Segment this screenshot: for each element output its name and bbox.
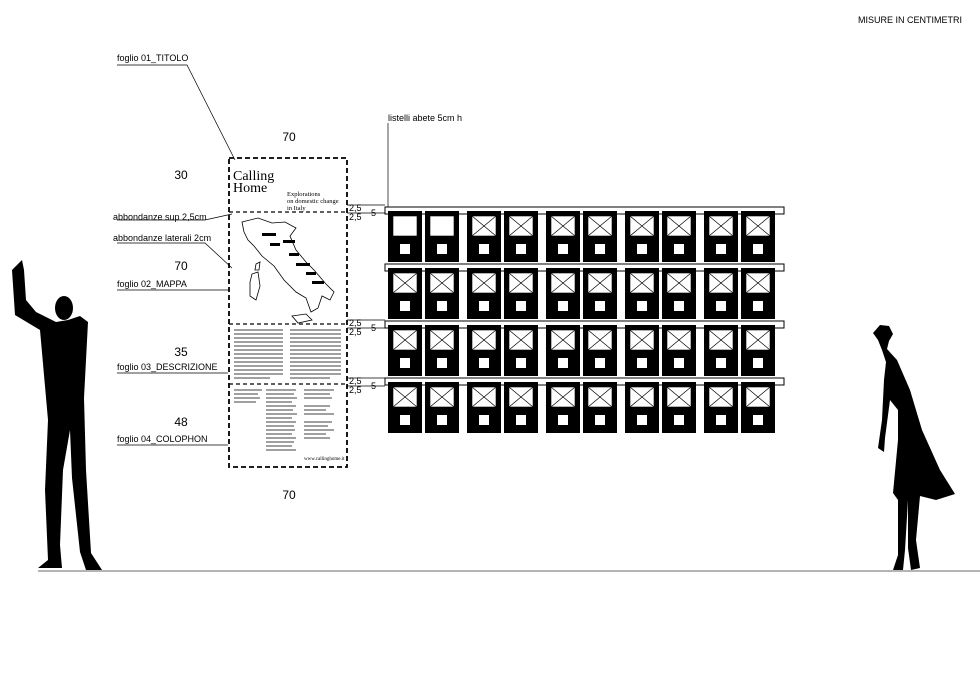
dimension-height-sheet-01: 30 bbox=[174, 168, 188, 182]
display-panel bbox=[662, 211, 696, 262]
callout-battens: listelli abete 5cm h bbox=[388, 113, 462, 123]
left-human-silhouette bbox=[12, 260, 102, 570]
display-panel bbox=[546, 382, 580, 433]
display-panel bbox=[583, 382, 617, 433]
gap-label-3b: 2,5 bbox=[349, 385, 362, 395]
display-panel bbox=[425, 268, 459, 319]
dimension-height-sheet-04: 48 bbox=[174, 415, 188, 429]
display-panel bbox=[704, 325, 738, 376]
dimension-width-bottom: 70 bbox=[282, 488, 296, 502]
poster-subtitle-line-3: in Italy bbox=[287, 205, 306, 212]
display-panel bbox=[625, 211, 659, 262]
display-panel bbox=[388, 325, 422, 376]
dimension-height-sheet-03: 35 bbox=[174, 345, 188, 359]
callout-bleed-side: abbondanze laterali 2cm bbox=[113, 233, 211, 243]
display-panel bbox=[704, 382, 738, 433]
poster-url: www.callinghome.it bbox=[304, 457, 345, 462]
display-panel bbox=[388, 382, 422, 433]
display-panel bbox=[704, 268, 738, 319]
display-panel bbox=[741, 211, 775, 262]
display-panel bbox=[583, 268, 617, 319]
gap-label-1b: 2,5 bbox=[349, 212, 362, 222]
poster-subtitle-line-2: on domestic change bbox=[287, 198, 339, 205]
display-panel bbox=[546, 268, 580, 319]
display-panel bbox=[467, 211, 501, 262]
poster-column: Calling Home Explorations on domestic ch… bbox=[228, 157, 348, 468]
display-panel bbox=[741, 268, 775, 319]
units-note: MISURE IN CENTIMETRI bbox=[858, 15, 962, 25]
panel-grid bbox=[388, 211, 775, 433]
colophon-credit-columns bbox=[234, 389, 334, 451]
display-panel bbox=[425, 382, 459, 433]
display-panel bbox=[504, 211, 538, 262]
italy-map-illustration bbox=[241, 217, 335, 324]
right-human-silhouette bbox=[873, 325, 955, 570]
poster-title-line-1: Calling bbox=[233, 169, 274, 184]
batten-label-1: 5 bbox=[371, 208, 376, 218]
gap-label-2a: 2,5 bbox=[349, 318, 362, 328]
callout-sheet-03: foglio 03_DESCRIZIONE bbox=[117, 362, 218, 372]
callout-sheet-04: foglio 04_COLOPHON bbox=[117, 434, 208, 444]
display-panel bbox=[741, 325, 775, 376]
poster-subtitle-line-1: Explorations bbox=[287, 191, 321, 198]
callout-sheet-01: foglio 01_TITOLO bbox=[117, 53, 188, 63]
dimension-height-sheet-02: 70 bbox=[174, 259, 188, 273]
poster-outline bbox=[228, 157, 348, 468]
display-panel bbox=[425, 211, 459, 262]
display-panel bbox=[504, 268, 538, 319]
leader-lines bbox=[117, 64, 389, 446]
gap-label-2b: 2,5 bbox=[349, 327, 362, 337]
display-panel bbox=[425, 325, 459, 376]
display-panel bbox=[546, 325, 580, 376]
display-panel bbox=[625, 325, 659, 376]
display-panel bbox=[662, 382, 696, 433]
display-panel bbox=[467, 325, 501, 376]
gap-dimension-marks bbox=[347, 204, 385, 387]
poster-title-line-2: Home bbox=[233, 181, 267, 196]
batten-label-2: 5 bbox=[371, 323, 376, 333]
display-panel bbox=[704, 211, 738, 262]
display-panel bbox=[546, 211, 580, 262]
batten-label-3: 5 bbox=[371, 381, 376, 391]
display-panel bbox=[662, 268, 696, 319]
display-panel bbox=[504, 325, 538, 376]
display-panel bbox=[467, 268, 501, 319]
display-panel bbox=[625, 382, 659, 433]
display-panel bbox=[741, 382, 775, 433]
display-panel bbox=[388, 268, 422, 319]
display-panel bbox=[625, 268, 659, 319]
dimension-width-top: 70 bbox=[282, 130, 296, 144]
display-panel bbox=[467, 382, 501, 433]
display-panel bbox=[583, 325, 617, 376]
description-text-blocks bbox=[234, 329, 341, 379]
display-panel bbox=[388, 211, 422, 262]
display-panel bbox=[583, 211, 617, 262]
gap-label-3a: 2,5 bbox=[349, 376, 362, 386]
callout-bleed-top: abbondanze sup 2,5cm bbox=[113, 212, 207, 222]
callout-sheet-02: foglio 02_MAPPA bbox=[117, 279, 187, 289]
display-panel bbox=[504, 382, 538, 433]
gap-label-1a: 2,5 bbox=[349, 203, 362, 213]
display-panel bbox=[662, 325, 696, 376]
map-city-markers bbox=[262, 233, 324, 284]
